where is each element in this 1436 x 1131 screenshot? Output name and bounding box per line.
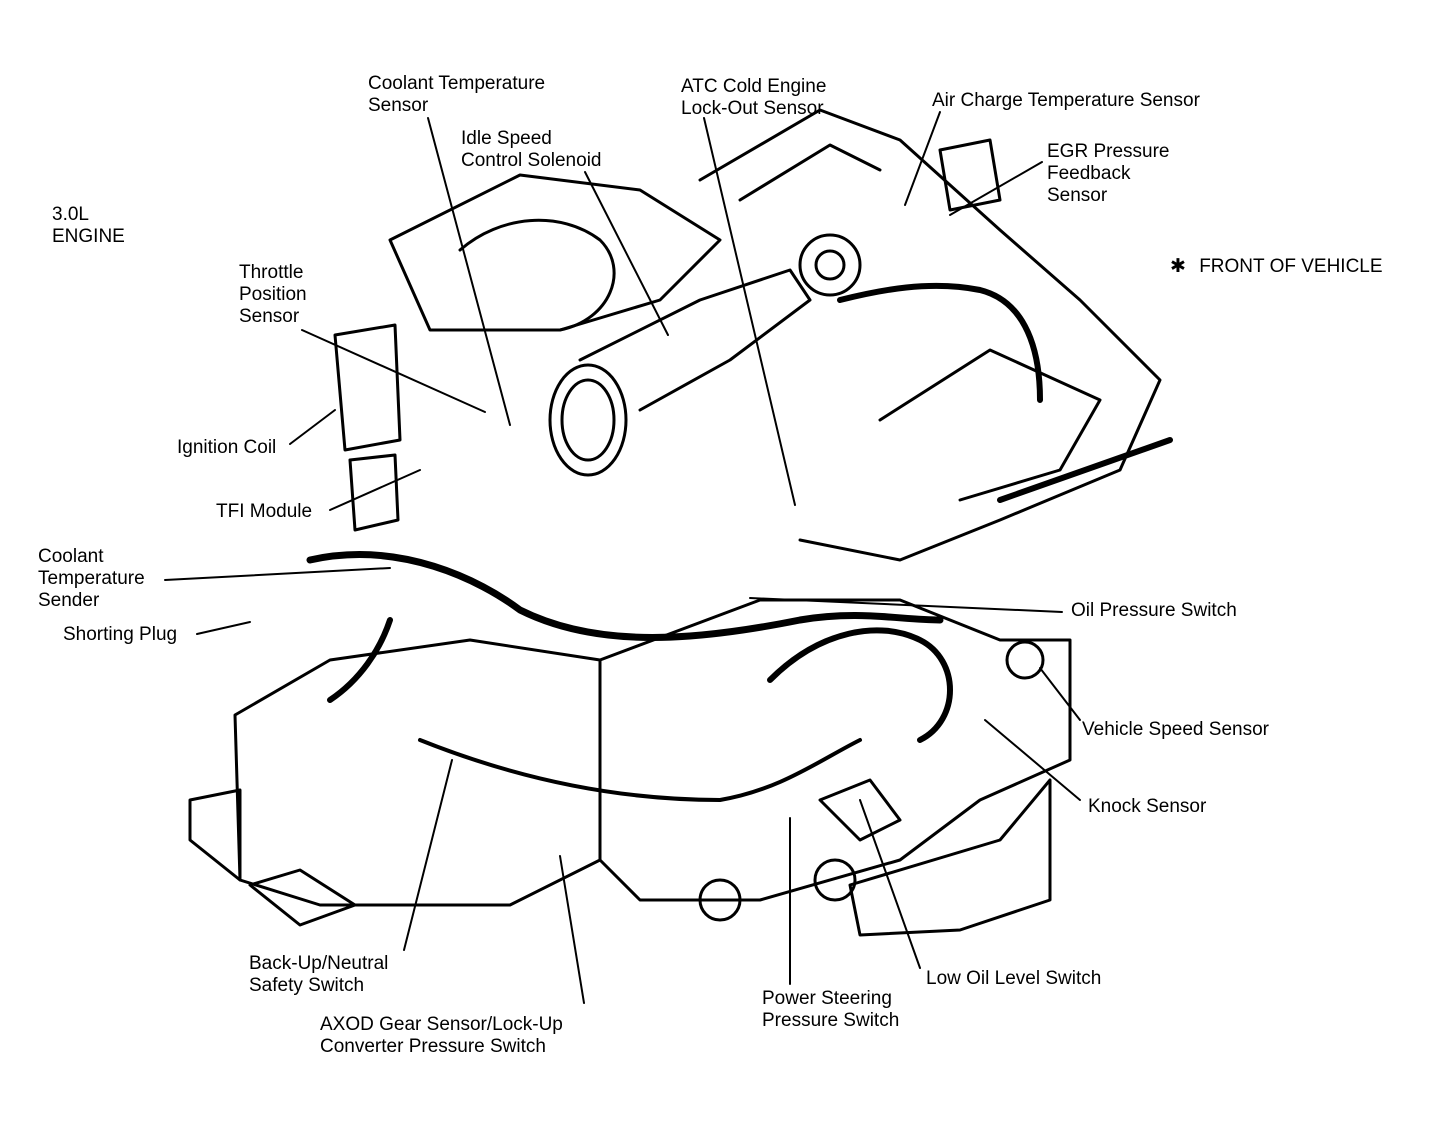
label-line: Coolant (38, 546, 104, 567)
label-oil-pressure-switch: Oil Pressure Switch (1071, 600, 1237, 622)
label-coolant-temperature-sensor: Coolant Temperature Sensor (368, 73, 545, 117)
label-line: Lock-Out Sensor (681, 98, 824, 119)
label-air-charge-temperature-sensor: Air Charge Temperature Sensor (932, 90, 1200, 112)
label-line: ATC Cold Engine (681, 76, 827, 97)
label-knock-sensor: Knock Sensor (1088, 796, 1206, 818)
label-throttle-position-sensor: Throttle Position Sensor (239, 262, 307, 328)
label-line: Vehicle Speed Sensor (1082, 719, 1269, 740)
front-of-vehicle-text: FRONT OF VEHICLE (1199, 256, 1383, 277)
label-line: Feedback (1047, 163, 1131, 184)
label-atc-cold-engine-lock-out-sensor: ATC Cold Engine Lock-Out Sensor (681, 76, 826, 120)
leader-lines (164, 111, 1081, 1004)
front-of-vehicle-marker-icon: ✱ (1170, 256, 1186, 277)
label-line: Coolant Temperature (368, 73, 546, 94)
engine-label-line1: 3.0L (52, 204, 89, 225)
label-line: Oil Pressure Switch (1071, 600, 1237, 621)
label-line: EGR Pressure (1047, 141, 1170, 162)
label-ignition-coil: Ignition Coil (177, 437, 276, 459)
label-line: Power Steering (762, 988, 892, 1009)
label-line: Position (239, 284, 307, 305)
label-line: AXOD Gear Sensor/Lock-Up (320, 1014, 563, 1035)
label-line: Sensor (368, 95, 429, 116)
engine-body-outline (188, 108, 1173, 937)
label-axod-gear-sensor: AXOD Gear Sensor/Lock-Up Converter Press… (320, 1014, 563, 1058)
label-vehicle-speed-sensor: Vehicle Speed Sensor (1082, 719, 1269, 741)
label-line: Shorting Plug (63, 624, 178, 645)
label-line: Converter Pressure Switch (320, 1036, 546, 1057)
engine-label: 3.0L ENGINE (52, 204, 125, 248)
label-line: Throttle (239, 262, 304, 283)
label-tfi-module: TFI Module (216, 501, 312, 523)
label-shorting-plug: Shorting Plug (63, 624, 177, 646)
label-line: Sender (38, 590, 100, 611)
label-line: Back-Up/Neutral (249, 953, 389, 974)
label-line: Sensor (239, 306, 300, 327)
label-line: Ignition Coil (177, 437, 277, 458)
label-line: Knock Sensor (1088, 796, 1207, 817)
label-power-steering-pressure-switch: Power Steering Pressure Switch (762, 988, 899, 1032)
engine-label-line2: ENGINE (52, 226, 125, 247)
label-line: Safety Switch (249, 975, 365, 996)
label-line: Pressure Switch (762, 1010, 900, 1031)
label-line: Low Oil Level Switch (926, 968, 1102, 989)
label-line: Control Solenoid (461, 150, 602, 171)
label-line: TFI Module (216, 501, 313, 522)
label-line: Temperature (38, 568, 145, 589)
label-line: Sensor (1047, 185, 1108, 206)
label-line: Air Charge Temperature Sensor (932, 90, 1200, 111)
label-egr-pressure-feedback-sensor: EGR Pressure Feedback Sensor (1047, 141, 1169, 207)
label-line: Idle Speed (461, 128, 552, 149)
front-of-vehicle-label: ✱ FRONT OF VEHICLE (1170, 256, 1383, 278)
label-back-up-neutral-safety-switch: Back-Up/Neutral Safety Switch (249, 953, 388, 997)
label-low-oil-level-switch: Low Oil Level Switch (926, 968, 1101, 990)
label-coolant-temperature-sender: Coolant Temperature Sender (38, 546, 145, 612)
label-idle-speed-control-solenoid: Idle Speed Control Solenoid (461, 128, 601, 172)
